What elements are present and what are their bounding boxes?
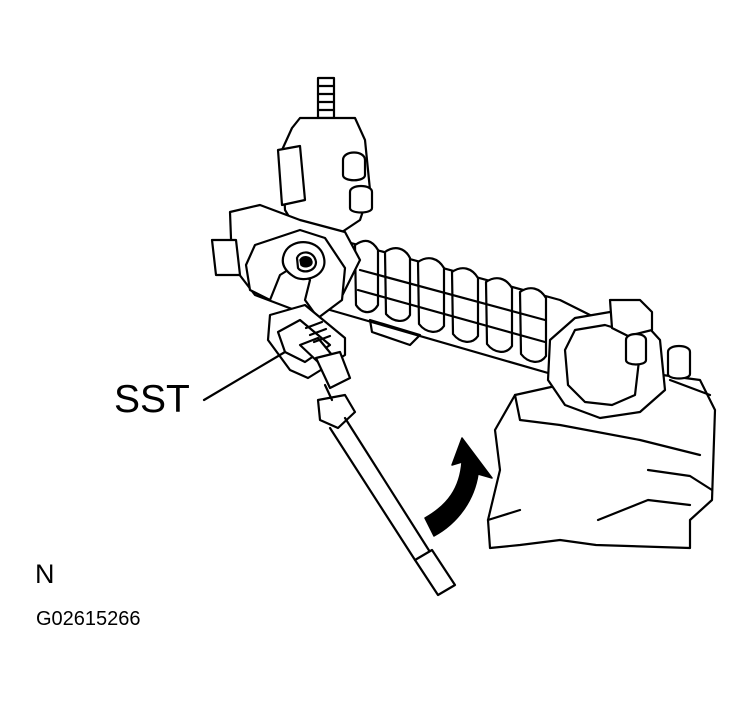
extension-bar [316, 383, 457, 597]
sst-wrench [244, 228, 352, 390]
subframe-block [486, 370, 717, 550]
sst-callout-label: SST [114, 378, 190, 421]
figure-code: G02615266 [36, 608, 141, 630]
view-letter: N [35, 559, 55, 589]
gear-valve-housing [210, 76, 374, 314]
mounting-bracket-right [546, 298, 712, 420]
rotation-arrow-icon [424, 437, 493, 537]
rack-boot [353, 239, 548, 363]
rack-housing [328, 238, 602, 377]
sst-leader-line [202, 350, 287, 402]
